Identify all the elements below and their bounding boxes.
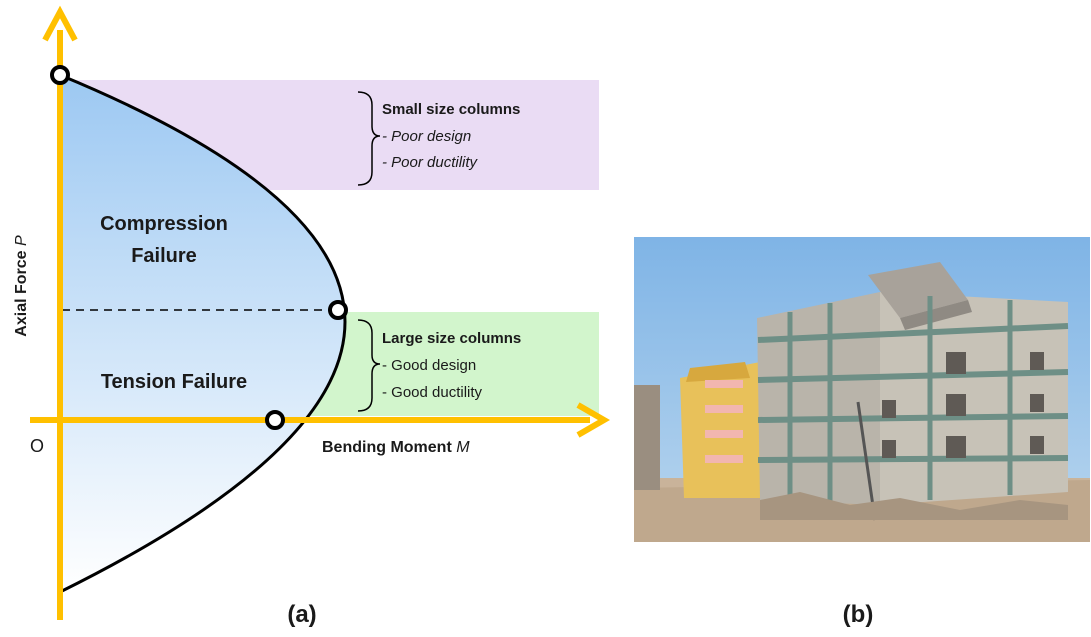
large-columns-title: Large size columns [382,330,521,347]
caption-a: (a) [287,601,316,628]
small-columns-item-design: - Poor design [382,128,471,145]
collapsed-building-photo [634,237,1090,542]
x-axis [30,402,611,438]
origin-label: O [30,436,44,456]
x-axis-label: Bending Moment M [322,439,470,456]
interaction-curve-fill [60,75,345,592]
y-axis [42,5,78,620]
caption-b: (b) [843,601,874,628]
large-columns-item-design: - Good design [382,357,476,374]
compression-failure-label-line1: Compression [100,213,228,235]
pure-bending-point [265,410,285,430]
large-columns-brace [357,319,381,412]
large-columns-item-ductility: - Good ductility [382,384,483,401]
compression-failure-label-line2: Failure [131,245,197,267]
small-columns-item-ductility: - Poor ductility [382,154,479,171]
interaction-curve [59,73,347,594]
pure-compression-point [50,65,70,85]
balance-point [328,300,348,320]
small-columns-title: Small size columns [382,101,520,118]
tension-failure-label: Tension Failure [101,371,247,393]
interaction-diagram-panel: Small size columns - Poor design - Poor … [13,5,611,628]
y-axis-label: Axial Force P [13,235,30,337]
small-columns-brace [357,91,381,186]
